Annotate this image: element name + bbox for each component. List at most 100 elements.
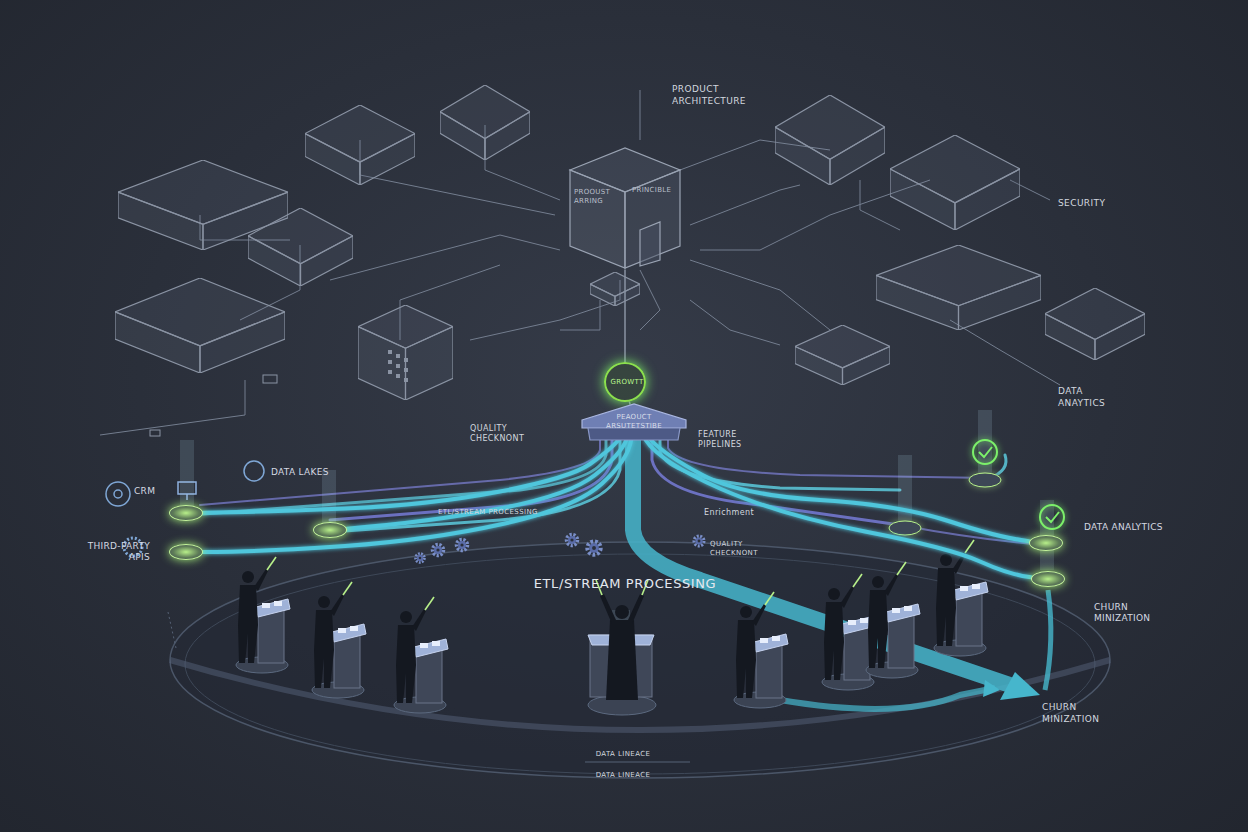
- stream-bundle: [190, 440, 1045, 545]
- data-stream: [625, 270, 626, 362]
- conductor-figure: [236, 557, 290, 673]
- node-text: CHURN MINIZATION: [1094, 602, 1176, 625]
- wire: [690, 260, 830, 330]
- server-box: [775, 95, 885, 185]
- server-box: [890, 135, 1020, 230]
- wire: [100, 380, 245, 435]
- data-stream-line: [624, 270, 626, 362]
- process-label: QUALITY CHECKNONT: [470, 424, 536, 445]
- data-lake-icon: [244, 461, 264, 481]
- node-text: THIRD-PARTY APIS: [78, 541, 150, 564]
- stream-strand: [660, 440, 900, 490]
- data-stream-line: [629, 402, 631, 404]
- roof-face: [588, 428, 680, 440]
- leader-line: [640, 90, 641, 140]
- small-device: [263, 375, 277, 383]
- wire: [690, 185, 800, 225]
- data-stream: [347, 440, 626, 529]
- crm-icon: [106, 482, 130, 506]
- section-label: PRODUCT ARCHITECTURE: [672, 84, 772, 107]
- stream-label: Enrichment: [704, 508, 784, 518]
- stream-strand: [200, 440, 600, 505]
- wire-lines: [100, 90, 1060, 435]
- stream-label: QUALITY CHECKNONT: [710, 540, 772, 558]
- hub-gateway: PEAOUCT ARSUTETSTIBE: [574, 404, 694, 440]
- node-text: PEAOUCT ARSUTETSTIBE: [592, 413, 676, 431]
- data-stream: [203, 440, 619, 513]
- lead-conductor: [588, 580, 656, 715]
- gear-icon: [457, 540, 468, 551]
- stream-label: ETL/STREAM PROCESSING: [438, 508, 598, 517]
- node-text: CRM: [134, 486, 174, 497]
- crm-icon: [114, 490, 122, 498]
- source-pad: CRM: [169, 505, 203, 521]
- wire: [690, 300, 780, 345]
- server-box: [1045, 288, 1145, 360]
- server-box: [795, 325, 890, 385]
- small-device: [150, 430, 160, 436]
- conductor-figure: [734, 592, 788, 708]
- architecture-box: PROOUST ARRINGPRINCIBLE: [560, 140, 690, 270]
- data-stream-line: [203, 440, 631, 552]
- server-box: [440, 85, 530, 160]
- server-box: [590, 272, 640, 306]
- check-icon: [973, 440, 997, 464]
- data-stream: [646, 440, 1031, 577]
- check-icon: [979, 447, 992, 457]
- conductor-figure: [394, 597, 448, 713]
- output-pad: DATA ANALYTICS: [1029, 535, 1063, 551]
- server-box: [305, 105, 415, 185]
- check-icon: [1040, 505, 1064, 529]
- check-icon: [1046, 512, 1059, 522]
- office-building: [358, 305, 453, 400]
- server-box: [115, 278, 285, 373]
- node-text: PRINCIBLE: [632, 186, 682, 195]
- etl-arrow-head: [1000, 672, 1040, 700]
- conductor-figure: [866, 562, 920, 678]
- footer-label: DATA LINEACE: [576, 771, 670, 780]
- endpoint-pad: [889, 521, 921, 535]
- process-label: FEATURE PIPELINES: [698, 430, 772, 451]
- cube-face: [640, 222, 660, 266]
- footer-label: DATA LINEACE: [576, 750, 670, 759]
- gear-icon: [587, 541, 600, 554]
- source-pad: THIRD-PARTY APIS: [169, 544, 203, 560]
- etl-arrow: [633, 440, 1010, 685]
- stream-strand: [1045, 590, 1051, 690]
- data-stream-line: [646, 440, 1031, 577]
- node-text: GROWTT: [602, 378, 652, 387]
- conductor-figure: [312, 582, 366, 698]
- cube-face: [570, 170, 625, 268]
- wire: [950, 320, 1060, 385]
- churn-arrow: [780, 688, 995, 709]
- platform-ring: [170, 542, 1110, 778]
- server-box: [876, 245, 1041, 330]
- node-text: DATA LAKES: [271, 467, 361, 478]
- outcome-label: CHURN MINIZATION: [1042, 702, 1132, 725]
- data-stream: [629, 402, 630, 404]
- source-pad: DATA LAKES: [313, 522, 347, 538]
- gear-icon: [567, 535, 578, 546]
- wire: [560, 300, 600, 330]
- data-stream-line: [203, 440, 619, 513]
- section-label: DATA ANAYTICS: [1058, 386, 1124, 409]
- tick-marks: [168, 612, 176, 648]
- node-text: DATA ANALYTICS: [1084, 522, 1194, 533]
- conductor-figure: [934, 540, 988, 656]
- output-pad: CHURN MINIZATION: [1031, 571, 1065, 587]
- wire: [330, 235, 560, 280]
- wire: [640, 270, 660, 330]
- server-box: [248, 208, 353, 286]
- growth-circle: GROWTT: [604, 362, 646, 402]
- stream-title: ETL/STREAM PROCESSING: [500, 576, 750, 593]
- churn-arrow-head: [983, 680, 1000, 697]
- data-stream: [203, 440, 631, 552]
- section-label: SECURITY: [1058, 198, 1138, 210]
- gear-icon: [416, 554, 425, 563]
- endpoint-pad: [969, 473, 1001, 487]
- window-grid: [388, 350, 408, 382]
- lineage-line: [585, 762, 690, 763]
- data-stream-line: [347, 440, 626, 529]
- gear-icon: [433, 545, 444, 556]
